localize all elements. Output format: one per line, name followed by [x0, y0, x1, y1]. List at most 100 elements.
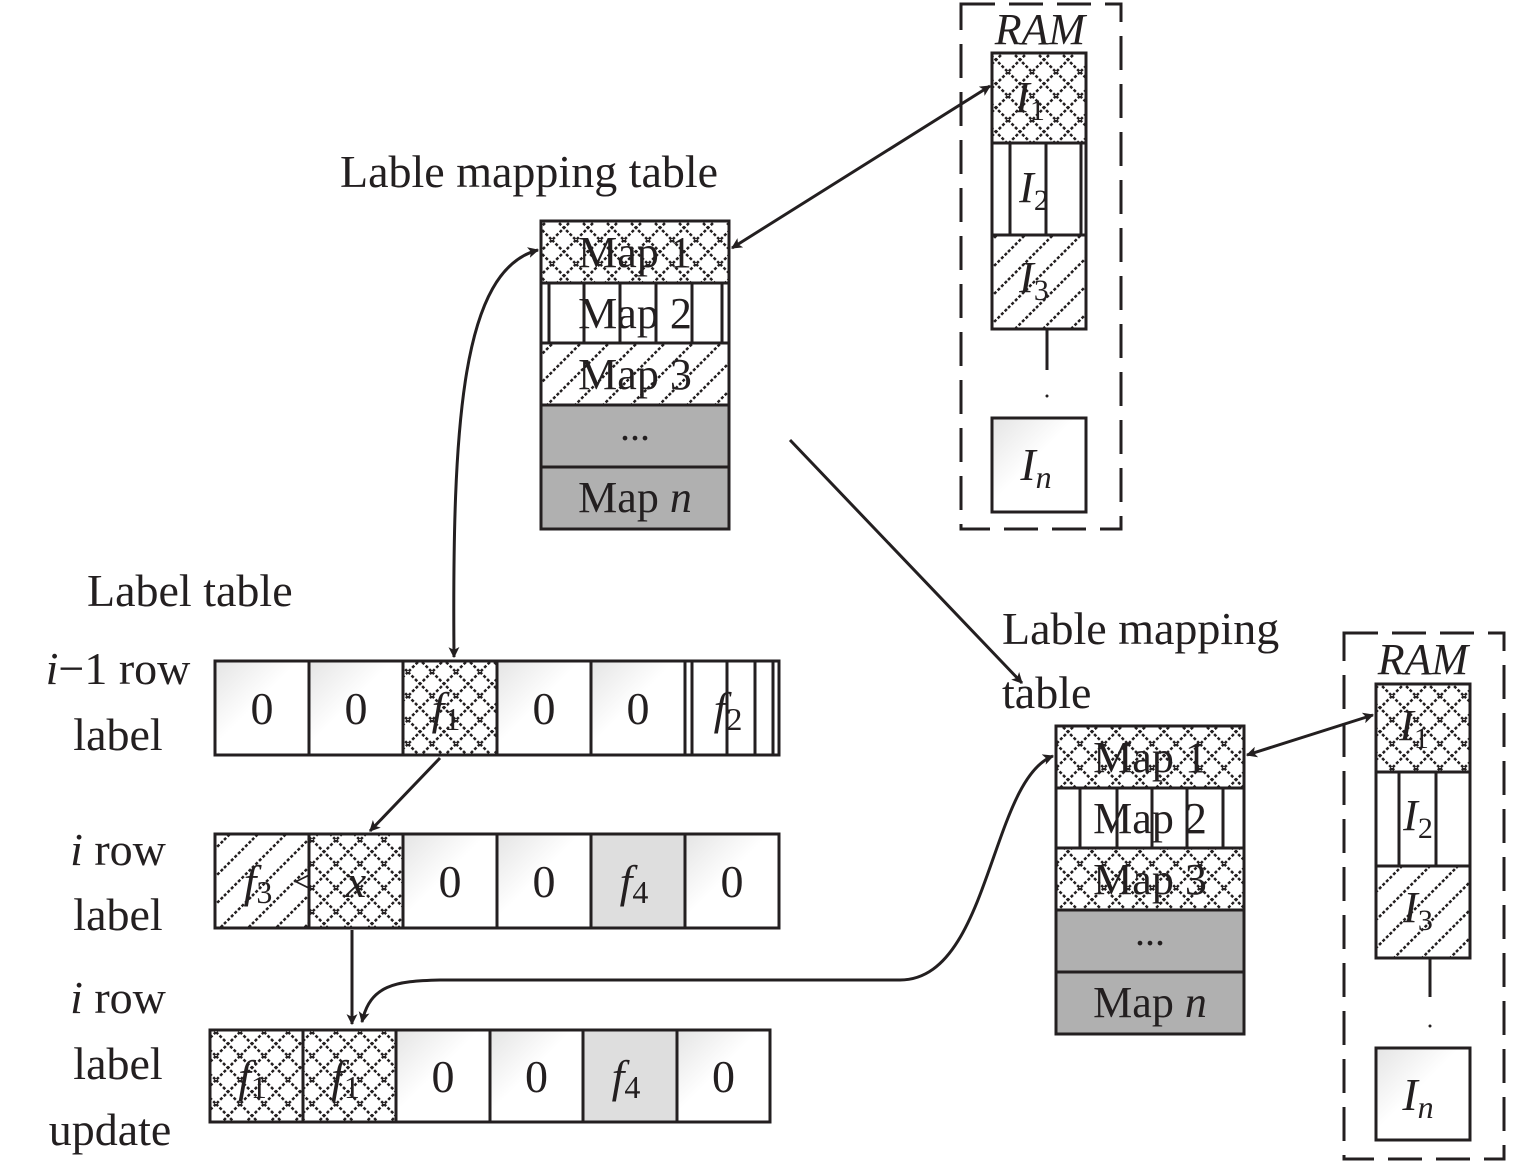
label-cell-value: 0	[432, 1051, 455, 1102]
label-cell-plain	[488, 1028, 585, 1124]
map-cell-diagonal	[539, 341, 731, 407]
label-cell: f2	[683, 659, 781, 757]
label-cell-value: 0	[525, 1051, 548, 1102]
label-cell-diagonal	[213, 832, 311, 930]
ram-cell-vertical	[1374, 770, 1472, 868]
row-label-prev-line2: label	[73, 709, 162, 760]
ram-continuation-dot	[1428, 1024, 1432, 1028]
label-cell: 0	[495, 832, 593, 930]
ram-cell-label: I3	[1018, 253, 1049, 307]
map-row-label: Map 1	[578, 228, 692, 277]
map-row-label: Map 2	[578, 289, 692, 338]
ram-title: RAM	[1377, 635, 1471, 684]
map-row: Map 3	[1054, 846, 1246, 912]
ram-block-top: RAM I1 I2 I3 In	[959, 2, 1123, 531]
map-cell-gray	[539, 465, 731, 531]
map-cell-gray	[1054, 970, 1246, 1036]
label-cell-plain	[495, 659, 593, 757]
arrow-to-second-mapping-table	[788, 438, 1024, 685]
arrow-map1-ram-i1-top	[731, 84, 991, 250]
arrow-map1-ram-i1-bottom	[1245, 712, 1375, 758]
label-cell-plain	[394, 1028, 492, 1124]
map-row: ...	[1054, 908, 1246, 974]
label-cell-plain	[589, 659, 687, 757]
arrow-update-to-map1-bottom	[358, 754, 1055, 1024]
label-cell-light	[581, 1028, 679, 1124]
label-cell-value: 0	[345, 683, 368, 734]
ram-continuation-dot	[1045, 394, 1049, 398]
label-cell: f1	[208, 1028, 305, 1124]
label-cell-value: 0	[439, 856, 462, 907]
label-cell-value: 0	[533, 856, 556, 907]
label-cell-plain	[307, 659, 405, 757]
row-label-update-line2: label	[73, 1038, 162, 1089]
ram-cell-vertical	[990, 141, 1088, 237]
map-cell-gray	[539, 403, 731, 469]
row-label-current: i row	[70, 824, 167, 875]
map-row-label: Map 3	[578, 350, 692, 399]
ram-cell-label: In	[1019, 439, 1051, 495]
map-row: Map 1	[539, 219, 731, 285]
map-row-label: Map 1	[1093, 733, 1207, 782]
ram-cell-label: In	[1401, 1069, 1433, 1125]
ram-title-backdrop	[985, 10, 1095, 50]
label-cell-value: 0	[721, 856, 744, 907]
label-cell-plain	[675, 1028, 772, 1124]
map-row-label: Map 3	[1093, 855, 1207, 904]
ram-cell-label: I3	[1402, 883, 1433, 937]
row-label-update: i row	[70, 972, 167, 1023]
map-cell-crosshatch	[1054, 724, 1246, 790]
map-row-label: Map 2	[1093, 794, 1207, 843]
ram-cell-label: I2	[1018, 163, 1049, 217]
label-cell: 0	[394, 1028, 492, 1124]
label-cell: f3<	[213, 832, 316, 930]
map-cell-vertical	[539, 281, 731, 345]
map-row: Map n	[1054, 970, 1246, 1036]
ram-cell-label: I2	[1402, 791, 1433, 845]
map-row-label: Map n	[1093, 978, 1207, 1027]
label-cell-value: 0	[533, 683, 556, 734]
map-table-top: Map 1 Map 2 Map 3 ... Map n	[539, 219, 731, 531]
label-cell-crosshatch	[208, 1028, 305, 1124]
label-cell-value: 0	[712, 1051, 735, 1102]
map-row: Map 3	[539, 341, 731, 407]
ram-cell-label: I1	[1398, 701, 1429, 755]
label-cell: 0	[213, 659, 311, 757]
vertical-hatch	[1078, 788, 1225, 848]
label-cell-value: x	[345, 856, 367, 907]
label-cell: f4	[581, 1028, 679, 1124]
arrow-label-f1-to-map1	[448, 247, 540, 659]
label-table-title: Label table	[87, 565, 293, 616]
map-row: Map 2	[1054, 786, 1246, 850]
label-cell: f1	[301, 1028, 398, 1124]
map-row: Map 1	[1054, 724, 1246, 790]
label-cell: 0	[683, 832, 781, 930]
ram-dashed-border	[959, 2, 1123, 531]
ram-cell-label: I1	[1014, 73, 1045, 127]
vertical-hatch	[1397, 772, 1438, 866]
label-cell: 0	[675, 1028, 772, 1124]
map-row-ellipsis: ...	[620, 404, 650, 449]
label-cell-crosshatch	[401, 659, 499, 757]
map-cell-crosshatch	[539, 219, 731, 285]
ram-cell-plain	[990, 416, 1088, 514]
row-label-prev: i−1 row	[46, 643, 192, 694]
map-table-title-line1: Lable mapping	[1002, 603, 1279, 654]
label-cell: 0	[589, 659, 687, 757]
row-label-current-line2: label	[73, 889, 162, 940]
ram-block-bottom: RAM I1 I2 I3 In	[1342, 631, 1506, 1161]
label-cell: 0	[488, 1028, 585, 1124]
label-cell: 0	[307, 659, 405, 757]
label-cell-vertical	[683, 659, 781, 757]
label-cell-value: 0	[251, 683, 274, 734]
vertical-hatch	[547, 283, 724, 343]
ram-cell-diagonal	[990, 233, 1088, 331]
ram-cell-plain	[1374, 1046, 1472, 1142]
ram-title: RAM	[994, 5, 1088, 54]
map-cell-vertical	[1054, 786, 1246, 850]
label-cell-crosshatch	[301, 1028, 398, 1124]
label-cell: x	[307, 832, 405, 930]
